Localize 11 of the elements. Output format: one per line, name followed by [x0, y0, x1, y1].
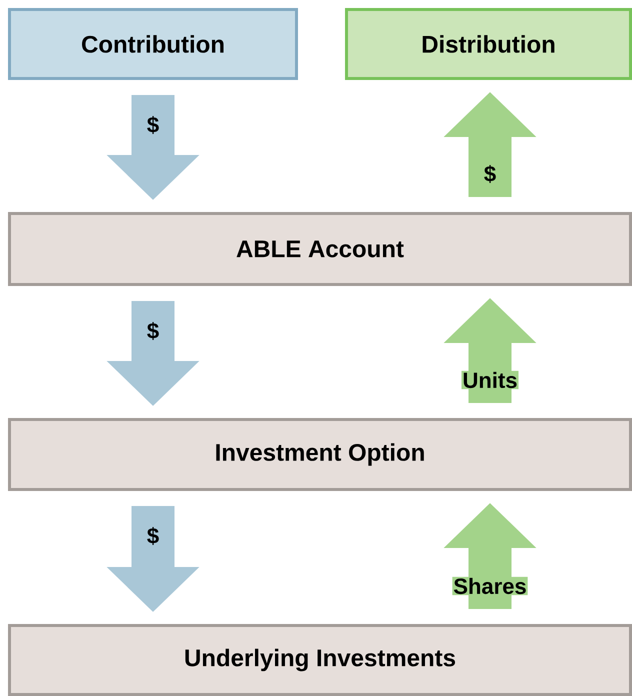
edge-label: $ [146, 526, 160, 546]
label-box: Underlying Investments [8, 624, 632, 696]
edge-label: $ [146, 321, 160, 341]
label-box: ABLE Account [8, 212, 632, 286]
label-box: Distribution [345, 8, 632, 80]
edge-label: $ [482, 164, 498, 184]
edge-label: Shares [452, 576, 528, 596]
label-box: Contribution [8, 8, 298, 80]
edge-label: $ [146, 115, 160, 135]
label-box: Investment Option [8, 418, 632, 491]
edge-label: Units [462, 370, 518, 390]
